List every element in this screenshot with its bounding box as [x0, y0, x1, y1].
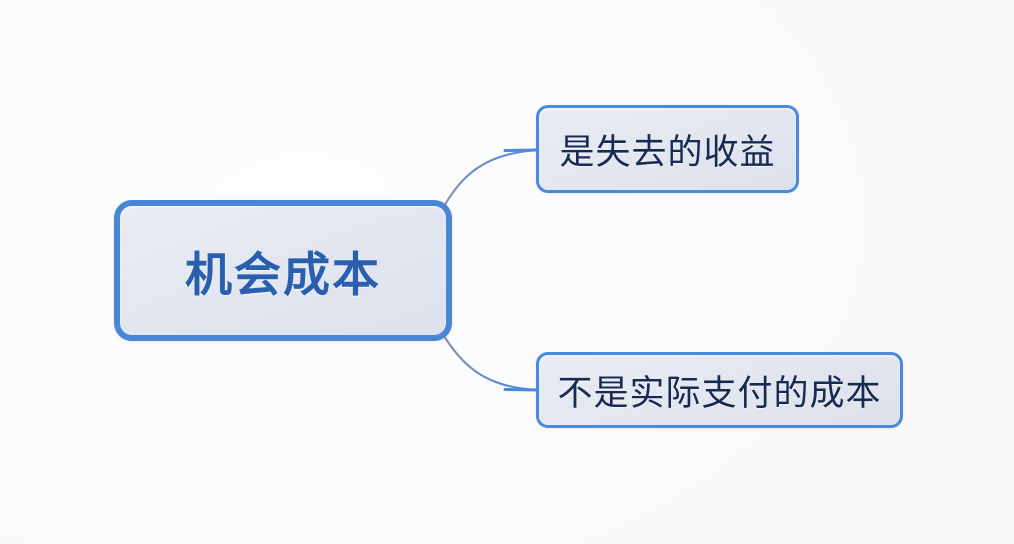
mindmap-child-node-2[interactable]: 不是实际支付的成本 — [536, 352, 903, 428]
connector-root-to-child-1-curve — [442, 148, 541, 208]
mindmap-child-node-2-label: 不是实际支付的成本 — [557, 373, 882, 414]
mindmap-root-node[interactable]: 机会成本 — [114, 200, 452, 341]
connector-root-to-child-2-tip — [503, 388, 541, 392]
connector-root-to-child-1-tip — [503, 148, 541, 152]
connector-root-to-child-2-curve — [442, 334, 541, 392]
mindmap-root-node-label: 机会成本 — [185, 248, 381, 303]
mindmap-child-node-1[interactable]: 是失去的收益 — [536, 105, 799, 193]
mindmap-child-node-1-label: 是失去的收益 — [559, 132, 776, 173]
